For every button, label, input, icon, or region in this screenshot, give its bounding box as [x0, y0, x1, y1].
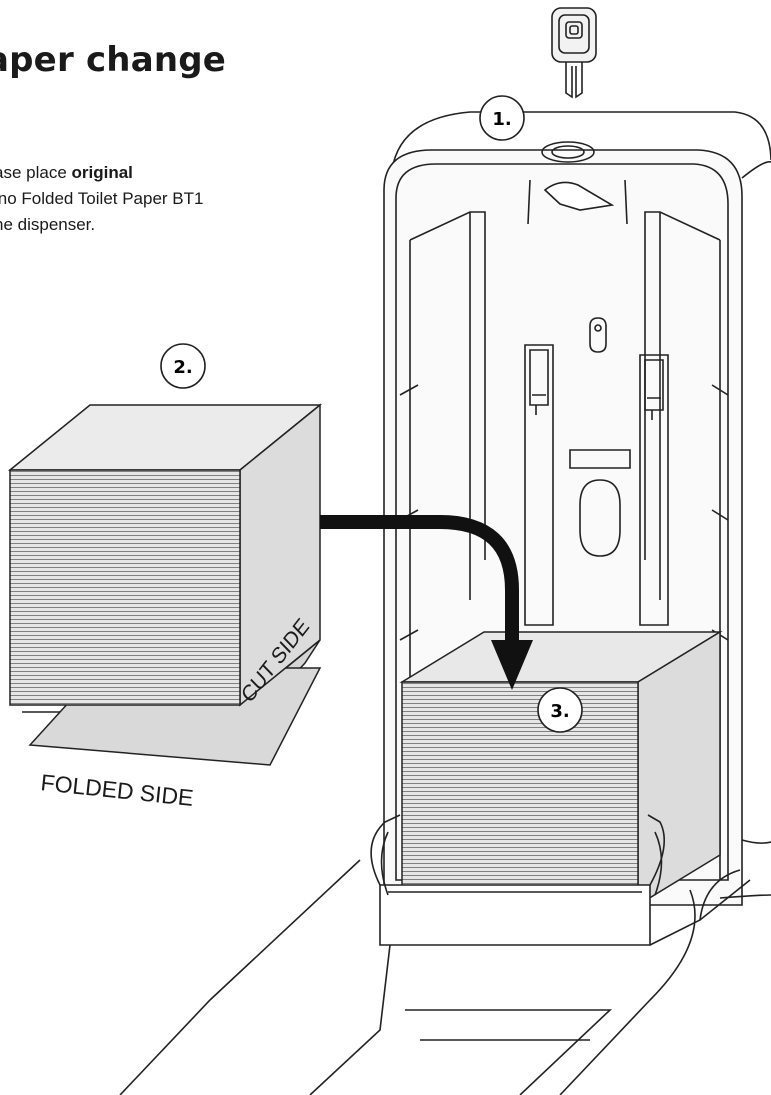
instruction-line-2: ino Folded Toilet Paper BT1 [0, 189, 204, 208]
svg-text:2.: 2. [173, 357, 192, 378]
page-title: aper change [0, 40, 227, 80]
instruction-line-1: ase place original [0, 160, 203, 186]
svg-text:1.: 1. [492, 109, 511, 130]
instruction-text: ase place original ino Folded Toilet Pap… [0, 160, 203, 238]
step-badge-1: 1. [479, 95, 525, 141]
dispenser-door [119, 814, 751, 1095]
key-icon [551, 7, 597, 99]
svg-text:3.: 3. [550, 701, 569, 722]
paper-stack-loose [7, 403, 323, 766]
instruction-line-1-text: ase place [0, 163, 72, 182]
step-badge-2: 2. [160, 343, 206, 389]
step-badge-3: 3. [537, 687, 583, 733]
folded-side-label: FOLDED SIDE [39, 769, 194, 811]
insert-arrow [320, 515, 533, 690]
instruction-line-1-bold: original [71, 163, 133, 182]
instruction-line-3: he dispenser. [0, 215, 96, 234]
paper-stack-inserted [399, 630, 723, 907]
